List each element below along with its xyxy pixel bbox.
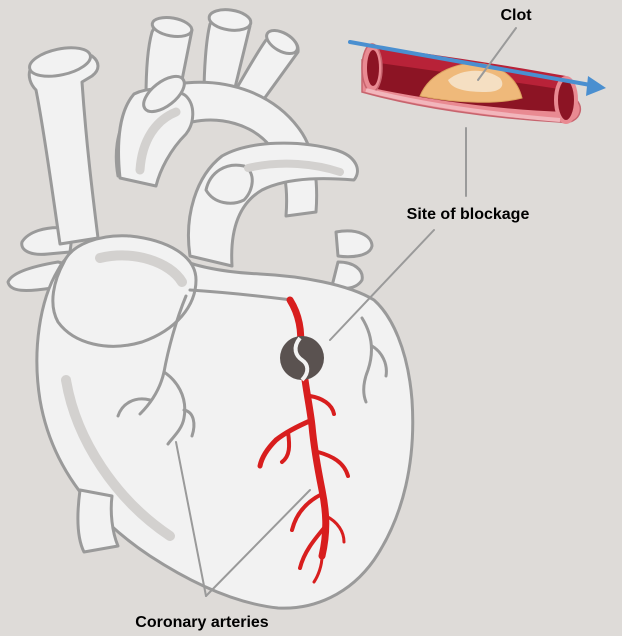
vena-cava xyxy=(29,52,98,244)
site-of-blockage-label: Site of blockage xyxy=(407,206,530,223)
coronary-arteries-label: Coronary arteries xyxy=(135,614,268,631)
vessel-end xyxy=(556,78,576,122)
heart xyxy=(8,7,413,608)
vessel-cross-section xyxy=(350,42,606,123)
inferior-vena-cava xyxy=(78,490,118,552)
blockage-marker-icon xyxy=(280,336,324,380)
pulmonary-veins-right xyxy=(332,231,372,289)
vessel-opening-inner xyxy=(367,50,379,86)
flow-arrow-head xyxy=(586,76,606,96)
clot-label: Clot xyxy=(500,7,532,24)
